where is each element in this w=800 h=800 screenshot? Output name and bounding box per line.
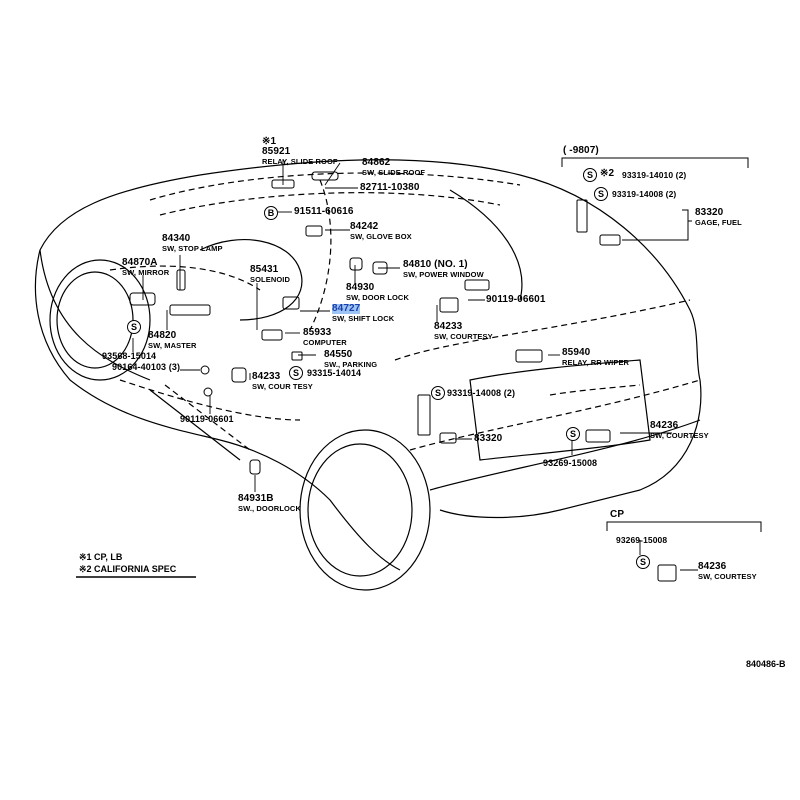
legend-note-2: ※2 CALIFORNIA SPEC bbox=[79, 564, 177, 574]
part-number: 85933 bbox=[303, 327, 332, 338]
part-desc: SW, STOP LAMP bbox=[162, 244, 223, 253]
part-label-85921[interactable]: ※1 85921 RELAY, SLIDE ROOF bbox=[262, 137, 338, 167]
inset-range-label: ( -9807) bbox=[563, 145, 599, 156]
part-label-82711-10380[interactable]: 82711-10380 bbox=[360, 182, 420, 193]
part-label-93319-14008[interactable]: 93319-14008 (2) bbox=[447, 388, 516, 398]
part-desc: SW, DOOR LOCK bbox=[346, 293, 409, 302]
part-desc: GAGE, FUEL bbox=[695, 218, 742, 227]
part-label-93269-15008[interactable]: 93269-15008 bbox=[543, 458, 598, 468]
part-desc: COMPUTER bbox=[303, 338, 347, 347]
part-label-84242[interactable]: 84242 SW, GLOVE BOX bbox=[350, 222, 412, 242]
inset-part-93319-14008[interactable]: 93319-14008 (2) bbox=[612, 189, 677, 199]
part-number: 84236 bbox=[650, 420, 679, 431]
part-label-84870A[interactable]: 84870A SW, MIRROR bbox=[122, 258, 169, 278]
part-desc: SW, MASTER bbox=[148, 341, 197, 350]
part-label-84340[interactable]: 84340 SW, STOP LAMP bbox=[162, 234, 223, 254]
part-desc: SW, SLIDE ROOF bbox=[362, 168, 426, 177]
figure-id: 840486-B bbox=[746, 659, 786, 669]
part-number: 84930 bbox=[346, 282, 375, 293]
symbol-s-icon: S bbox=[431, 386, 445, 400]
part-label-85431[interactable]: 85431 SOLENOID bbox=[250, 265, 290, 285]
symbol-s-icon: S bbox=[636, 555, 650, 569]
part-number: 84233 bbox=[434, 321, 463, 332]
part-label-84727[interactable]: 84727 SW, SHIFT LOCK bbox=[332, 303, 394, 324]
part-label-84810[interactable]: 84810 (NO. 1) SW, POWER WINDOW bbox=[403, 260, 484, 280]
inset-part-93269-15008[interactable]: 93269-15008 bbox=[616, 535, 668, 545]
part-number: 84931B bbox=[238, 493, 274, 504]
part-label-90164-40103[interactable]: 90164-40103 (3) bbox=[112, 362, 181, 372]
part-desc: SOLENOID bbox=[250, 275, 290, 284]
part-desc: SW, COURTESY bbox=[698, 572, 757, 581]
symbol-b-icon: B bbox=[264, 206, 278, 220]
part-number: 84810 (NO. 1) bbox=[403, 259, 468, 270]
part-number-selected: 84727 bbox=[332, 303, 361, 314]
part-number: 83320 bbox=[695, 207, 724, 218]
part-label-93315-14014[interactable]: 93315-14014 bbox=[307, 368, 362, 378]
part-number: 84340 bbox=[162, 233, 191, 244]
part-label-84550[interactable]: 84550 SW., PARKING bbox=[324, 350, 377, 370]
part-label-93568-15014[interactable]: 93568-15014 bbox=[102, 351, 157, 361]
part-label-90119-06601-b[interactable]: 90119-06601 bbox=[180, 414, 234, 424]
part-label-84820[interactable]: 84820 SW, MASTER bbox=[148, 331, 197, 351]
part-number: 84862 bbox=[362, 157, 391, 168]
part-number: 84236 bbox=[698, 561, 727, 572]
legend-note-1: ※1 CP, LB bbox=[79, 552, 123, 562]
part-number: 84820 bbox=[148, 330, 177, 341]
part-desc: SW, GLOVE BOX bbox=[350, 232, 412, 241]
part-label-84233-cour-tesy[interactable]: 84233 SW, COUR TESY bbox=[252, 372, 313, 392]
part-desc: SW, SHIFT LOCK bbox=[332, 314, 395, 323]
part-label-84930[interactable]: 84930 SW, DOOR LOCK bbox=[346, 283, 409, 303]
inset-cp-title: CP bbox=[610, 509, 625, 520]
part-label-85933[interactable]: 85933 COMPUTER bbox=[303, 328, 347, 348]
symbol-s-icon: S bbox=[127, 320, 141, 334]
part-number: 84233 bbox=[252, 371, 281, 382]
inset-part-83320[interactable]: 83320 GAGE, FUEL bbox=[695, 208, 742, 228]
symbol-s-icon: S bbox=[566, 427, 580, 441]
part-label-85940[interactable]: 85940 RELAY, RR WIPER bbox=[562, 348, 629, 368]
inset-part-84236[interactable]: 84236 SW, COURTESY bbox=[698, 562, 757, 582]
inset-brackets bbox=[76, 157, 762, 578]
part-number: 84550 bbox=[324, 349, 353, 360]
leader-lines bbox=[132, 160, 698, 571]
symbol-s-icon: S bbox=[583, 168, 597, 182]
part-desc: RELAY, SLIDE ROOF bbox=[262, 157, 338, 166]
inset-note-mark: ※2 bbox=[600, 168, 615, 179]
components bbox=[129, 171, 677, 582]
part-desc: SW, COUR TESY bbox=[252, 382, 313, 391]
part-desc: SW, COURTESY bbox=[650, 431, 709, 440]
part-desc: SW, MIRROR bbox=[122, 268, 170, 277]
part-label-90119-06601-a[interactable]: 90119-06601 bbox=[486, 294, 546, 305]
part-label-84931B[interactable]: 84931B SW., DOORLOCK bbox=[238, 494, 301, 514]
part-number: 84242 bbox=[350, 221, 379, 232]
car-outline bbox=[34, 159, 702, 591]
part-label-84236[interactable]: 84236 SW, COURTESY bbox=[650, 421, 709, 441]
part-desc: SW., DOORLOCK bbox=[238, 504, 301, 513]
part-desc: SW., PARKING bbox=[324, 360, 378, 369]
part-desc: RELAY, RR WIPER bbox=[562, 358, 630, 367]
part-label-91511-60616[interactable]: 91511-60616 bbox=[294, 206, 354, 217]
symbol-s-icon: S bbox=[289, 366, 303, 380]
part-number: 85940 bbox=[562, 347, 591, 358]
inset-part-93319-14010[interactable]: 93319-14010 (2) bbox=[622, 170, 687, 180]
part-label-84862[interactable]: 84862 SW, SLIDE ROOF bbox=[362, 158, 425, 178]
part-number: 84870A bbox=[122, 257, 158, 268]
part-label-84233-courtesy[interactable]: 84233 SW, COURTESY bbox=[434, 322, 493, 342]
part-label-83320[interactable]: 83320 bbox=[474, 433, 503, 444]
part-desc: SW, COURTESY bbox=[434, 332, 493, 341]
symbol-s-icon: S bbox=[594, 187, 608, 201]
part-number: 85431 bbox=[250, 264, 279, 275]
note-mark: ※1 bbox=[262, 136, 277, 147]
part-number: 85921 bbox=[262, 146, 291, 157]
part-desc: SW, POWER WINDOW bbox=[403, 270, 484, 279]
